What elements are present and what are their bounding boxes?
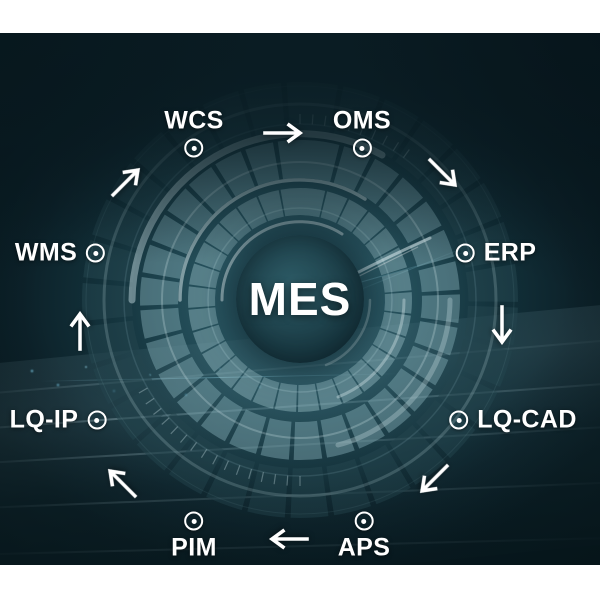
arrow-erp-to-lq-cad [490,304,514,352]
node-oms[interactable]: OMS [332,106,392,158]
center-node-mes[interactable]: MES [236,235,364,363]
arrow-aps-to-pim [262,527,310,551]
node-wcs[interactable]: WCS [164,106,224,158]
node-aps-label: APS [337,533,391,562]
node-erp-label: ERP [483,238,537,267]
node-wcs-label: WCS [164,106,224,135]
arrow-wms-to-wcs [103,155,154,206]
node-wms[interactable]: WMS [14,238,106,267]
corner-shade-left [0,33,260,293]
arrow-wcs-to-oms [262,121,310,145]
target-dot-icon [354,511,374,531]
target-dot-icon [455,243,475,263]
node-lq-ip-label: LQ-IP [9,405,79,434]
corner-shade-right [340,33,600,313]
node-aps[interactable]: APS [337,511,391,562]
node-lq-cad-label: LQ-CAD [477,405,577,434]
node-erp[interactable]: ERP [455,238,537,267]
arrow-pim-to-lq-ip [95,456,146,507]
center-node-label: MES [248,273,352,325]
node-wms-label: WMS [14,238,78,267]
target-dot-icon [87,410,107,430]
node-lq-ip[interactable]: LQ-IP [9,405,107,434]
diagram-image: MES WCS OMS ERP LQ-CAD [0,33,600,565]
arrow-lq-ip-to-wms [68,304,92,352]
target-dot-icon [449,410,469,430]
node-pim[interactable]: PIM [171,511,217,562]
diagram-overlay: MES WCS OMS ERP LQ-CAD [0,33,600,565]
arrow-oms-to-erp [420,150,471,201]
target-dot-icon [184,138,204,158]
target-dot-icon [86,243,106,263]
node-pim-label: PIM [171,533,217,562]
node-lq-cad[interactable]: LQ-CAD [449,405,577,434]
arrow-lq-cad-to-aps [407,456,458,507]
target-dot-icon [352,138,372,158]
node-oms-label: OMS [332,106,392,135]
target-dot-icon [184,511,204,531]
